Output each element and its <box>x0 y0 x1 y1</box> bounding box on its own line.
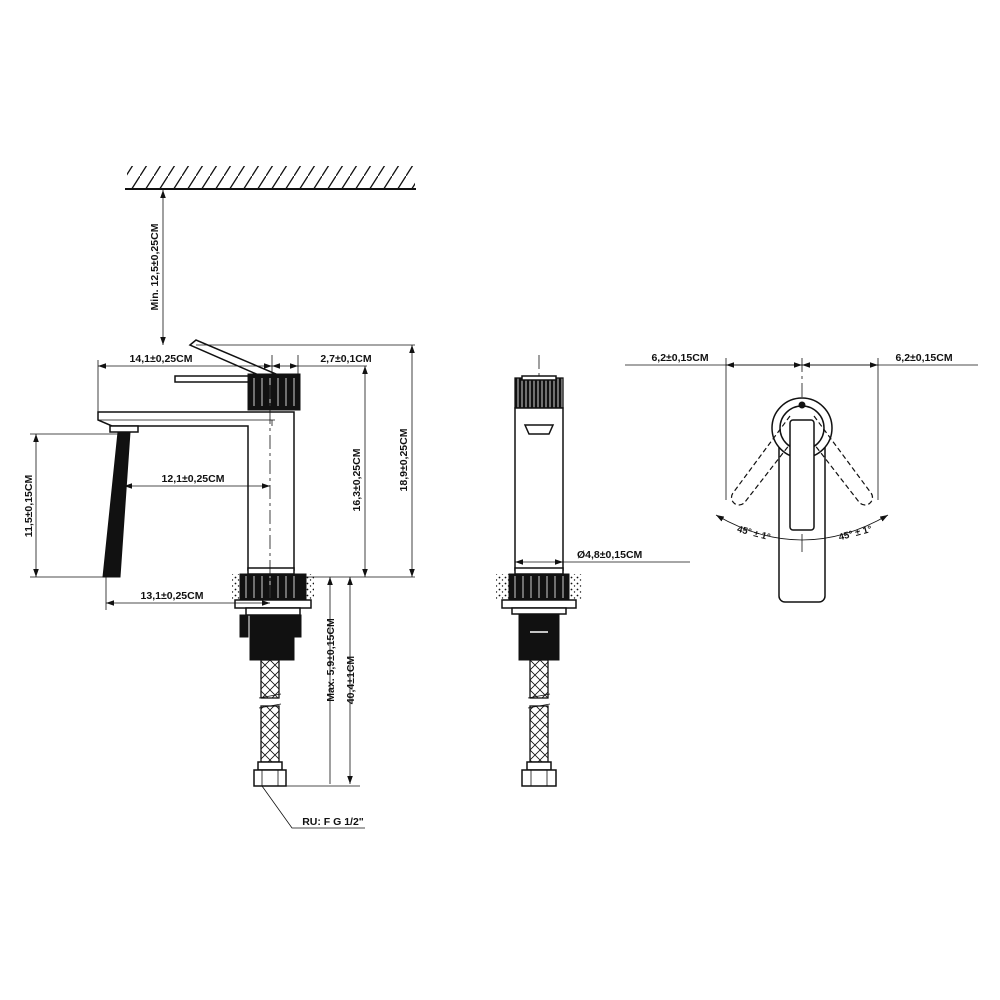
spout-to-body-label: 12,1±0,25CM <box>162 473 225 485</box>
top-view <box>625 358 978 603</box>
connection-label: RU: F G 1/2" <box>302 816 364 828</box>
outlet-height-label: 11,5±0,15CM <box>23 475 35 538</box>
body-height-label: 16,3±0,25CM <box>351 448 363 511</box>
spout-reach-label: 14,1±0,25CM <box>130 353 193 365</box>
ceiling-hatch <box>125 166 416 190</box>
min-clearance-label: Min. 12,5±0,25CM <box>149 223 161 310</box>
hose-length-label: 40,4±1CM <box>345 656 357 705</box>
side-view <box>97 339 314 787</box>
handle-offset-label: 2,7±0,1CM <box>320 353 372 365</box>
front-view <box>496 355 582 787</box>
body-diameter-label: Ø4,8±0,15CM <box>577 549 643 561</box>
total-height-label: 18,9±0,25CM <box>398 428 410 491</box>
base-reach-label: 13,1±0,25CM <box>141 590 204 602</box>
width-left-label: 6,2±0,15CM <box>651 352 708 364</box>
angle-left-label: 45° ± 1° <box>736 524 772 543</box>
width-right-label: 6,2±0,15CM <box>895 352 952 364</box>
side-view-dimensions <box>30 190 415 829</box>
max-deck-label: Max. 5,9±0,15CM <box>325 618 337 702</box>
angle-right-label: 45° ± 1° <box>838 524 874 543</box>
dimension-labels: Min. 12,5±0,25CM 14,1±0,25CM 2,7±0,1CM 1… <box>23 223 953 828</box>
